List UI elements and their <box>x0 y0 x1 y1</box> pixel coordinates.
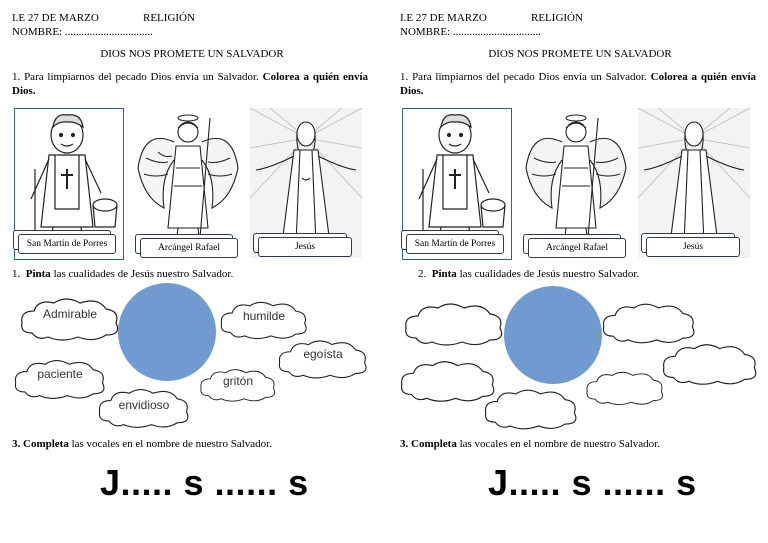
q3-instruction: 3. Completa <box>400 438 457 450</box>
worksheet-title: DIOS NOS PROMETE UN SALVADOR <box>488 48 672 60</box>
question-3: 3. Completa las vocales en el nombre de … <box>400 438 660 450</box>
label-jesus: Jesús <box>646 237 740 257</box>
q3-instruction: 3. Completa <box>12 438 69 450</box>
name-line: NOMBRE: ................................ <box>400 26 541 38</box>
q2-number: 1. <box>12 268 21 280</box>
card-san-martin[interactable] <box>402 108 512 260</box>
q1-number: 1. <box>400 71 409 83</box>
jesus-circle[interactable] <box>118 283 216 381</box>
quality-envidioso: envidioso <box>118 398 170 412</box>
q1-instruction: Colorea a quién envía Dios. <box>12 71 369 97</box>
school-name: I.E 27 DE MARZO <box>12 12 99 24</box>
angel-illustration <box>525 114 627 245</box>
label-san-martin: San Martín de Porres <box>406 234 504 254</box>
worksheet-title: DIOS NOS PROMETE UN SALVADOR <box>100 48 284 60</box>
blank-cloud[interactable] <box>402 298 506 350</box>
q1-text: Para limpiarnos del pecado Dios envía un… <box>20 71 263 83</box>
q2-instruction: Pinta <box>25 268 51 280</box>
quality-egoista: egoísta <box>303 347 343 361</box>
card-jesus[interactable] <box>250 108 362 258</box>
worksheet-left: I.E 27 DE MARZO RELIGIÓN NOMBRE: .......… <box>12 12 370 503</box>
cloud-paciente[interactable]: paciente <box>12 355 108 403</box>
name-line: NOMBRE: ................................ <box>12 26 153 38</box>
q2-instruction: Pinta <box>431 268 457 280</box>
jesus-circle[interactable] <box>504 286 602 384</box>
card-arcangel-rafael[interactable] <box>522 108 630 258</box>
label-arcangel-rafael: Arcángel Rafael <box>528 238 626 258</box>
question-2-left: 1. Pinta las cualidades de Jesús nuestro… <box>12 268 233 280</box>
label-jesus: Jesús <box>258 237 352 257</box>
q1-text: Para limpiarnos del pecado Dios envía un… <box>408 71 651 83</box>
cloud-griton[interactable]: gritón <box>198 360 278 410</box>
q3-text: las vocales en el nombre de nuestro Salv… <box>456 438 660 450</box>
subject: RELIGIÓN <box>143 12 195 24</box>
name-puzzle[interactable]: J..... s ...... s <box>488 462 697 503</box>
cloud-humilde[interactable]: humilde <box>218 297 310 343</box>
name-puzzle[interactable]: J..... s ...... s <box>100 462 309 503</box>
card-jesus[interactable] <box>638 108 750 258</box>
blank-cloud[interactable] <box>660 338 760 390</box>
q1-number: 1. <box>12 71 21 83</box>
san-martin-illustration <box>413 114 506 251</box>
label-arcangel-rafael: Arcángel Rafael <box>140 238 238 258</box>
card-san-martin[interactable] <box>14 108 124 260</box>
angel-illustration <box>137 114 239 245</box>
question-3: 3. Completa las vocales en el nombre de … <box>12 438 272 450</box>
q2-text: las cualidades de Jesús nuestro Salvador… <box>50 268 234 280</box>
cloud-envidioso[interactable]: envidioso <box>96 382 192 434</box>
blank-cloud[interactable] <box>482 382 580 436</box>
quality-admirable: Admirable <box>42 307 98 321</box>
subject: RELIGIÓN <box>531 12 583 24</box>
question-1: 1. Para limpiarnos del pecado Dios envía… <box>12 70 368 98</box>
blank-cloud[interactable] <box>584 362 666 414</box>
card-arcangel-rafael[interactable] <box>134 108 242 258</box>
jesus-illustration <box>638 108 750 245</box>
quality-paciente: paciente <box>37 367 83 381</box>
school-name: I.E 27 DE MARZO <box>400 12 487 24</box>
blank-cloud[interactable] <box>600 298 698 348</box>
quality-humilde: humilde <box>242 309 286 323</box>
q1-instruction: Colorea a quién envía Dios. <box>400 71 757 97</box>
q3-text: las vocales en el nombre de nuestro Salv… <box>68 438 272 450</box>
question-2-right: 2. Pinta las cualidades de Jesús nuestro… <box>418 268 639 280</box>
cloud-admirable[interactable]: Admirable <box>18 295 122 343</box>
worksheet-right: I.E 27 DE MARZO RELIGIÓN NOMBRE: .......… <box>388 0 768 543</box>
q2-number: 2. <box>418 268 427 280</box>
label-san-martin: San Martín de Porres <box>18 234 116 254</box>
san-martin-illustration <box>25 114 118 251</box>
cloud-egoista[interactable]: egoísta <box>276 335 370 383</box>
blank-cloud[interactable] <box>398 355 498 407</box>
quality-griton: gritón <box>222 374 254 388</box>
q2-text: las cualidades de Jesús nuestro Salvador… <box>456 268 640 280</box>
question-1: 1. Para limpiarnos del pecado Dios envía… <box>400 70 756 98</box>
jesus-illustration <box>250 108 362 245</box>
